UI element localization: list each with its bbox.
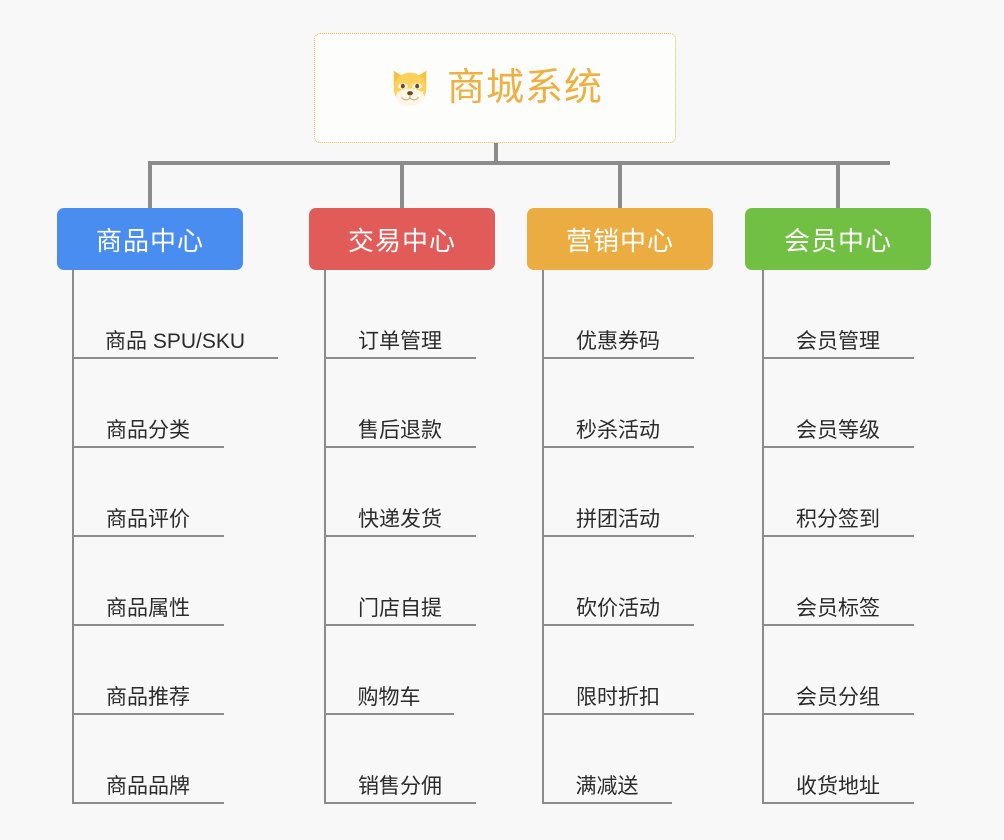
leaf-item[interactable]: 售后退款 — [324, 359, 476, 448]
leaf-item[interactable]: 会员标签 — [762, 537, 914, 626]
connector-drop-3 — [618, 161, 622, 208]
leaf-item[interactable]: 商品 SPU/SKU — [72, 270, 278, 359]
leaf-item[interactable]: 商品属性 — [72, 537, 224, 626]
branch-trunk — [542, 270, 544, 804]
category-label: 会员中心 — [783, 225, 892, 256]
leaf-label: 订单管理 — [358, 329, 442, 353]
leaf-label: 积分签到 — [796, 507, 880, 531]
leaf-item[interactable]: 拼团活动 — [542, 448, 694, 537]
root-node-shopping-mall-system[interactable]: 商城系统 — [314, 33, 676, 143]
leaf-item[interactable]: 会员分组 — [762, 626, 914, 715]
leaf-label: 收货地址 — [796, 774, 880, 798]
branch-trunk — [72, 270, 74, 804]
category-node-1[interactable]: 商品中心 — [57, 208, 243, 270]
leaf-item[interactable]: 砍价活动 — [542, 537, 694, 626]
leaf-label: 门店自提 — [358, 596, 442, 620]
leaf-label: 拼团活动 — [576, 507, 660, 531]
category-node-2[interactable]: 交易中心 — [309, 208, 495, 270]
leaf-item[interactable]: 商品评价 — [72, 448, 224, 537]
leaf-label: 秒杀活动 — [576, 418, 660, 442]
category-label: 交易中心 — [347, 225, 456, 256]
leaf-item[interactable]: 会员管理 — [762, 270, 914, 359]
root-title: 商城系统 — [446, 67, 603, 109]
leaf-label: 快递发货 — [358, 507, 442, 531]
leaf-item[interactable]: 秒杀活动 — [542, 359, 694, 448]
leaf-label: 会员等级 — [796, 418, 880, 442]
branch-trunk — [762, 270, 764, 804]
leaf-item[interactable]: 商品推荐 — [72, 626, 224, 715]
leaf-label: 会员标签 — [796, 596, 880, 620]
leaf-label: 商品分类 — [106, 418, 190, 442]
leaf-item[interactable]: 积分签到 — [762, 448, 914, 537]
leaf-label: 销售分佣 — [358, 774, 442, 798]
leaf-item[interactable]: 优惠券码 — [542, 270, 694, 359]
leaf-label: 优惠券码 — [576, 329, 660, 353]
branch-trunk — [324, 270, 326, 804]
leaf-label: 满减送 — [575, 774, 639, 798]
leaf-item[interactable]: 门店自提 — [324, 537, 476, 626]
leaf-item[interactable]: 限时折扣 — [542, 626, 694, 715]
leaf-item[interactable]: 购物车 — [324, 626, 454, 715]
leaf-label: 商品评价 — [106, 507, 190, 531]
category-label: 营销中心 — [565, 225, 674, 256]
leaf-item[interactable]: 会员等级 — [762, 359, 914, 448]
leaf-label: 售后退款 — [358, 418, 442, 442]
connector-drop-2 — [400, 161, 404, 208]
leaf-item[interactable]: 快递发货 — [324, 448, 476, 537]
connector-drop-1 — [148, 161, 152, 208]
leaf-label: 购物车 — [357, 685, 421, 709]
leaf-label: 砍价活动 — [576, 596, 660, 620]
leaf-item[interactable]: 商品分类 — [72, 359, 224, 448]
leaf-label: 商品属性 — [106, 596, 190, 620]
leaf-label: 商品 SPU/SKU — [104, 329, 246, 353]
leaf-item[interactable]: 收货地址 — [762, 715, 914, 804]
connector-horizontal-bar — [150, 161, 890, 165]
category-node-3[interactable]: 营销中心 — [527, 208, 713, 270]
dog-face-icon — [387, 65, 433, 111]
leaf-item[interactable]: 销售分佣 — [324, 715, 476, 804]
connector-root-stem — [494, 143, 498, 163]
leaf-label: 会员分组 — [796, 685, 880, 709]
leaf-item[interactable]: 满减送 — [542, 715, 672, 804]
leaf-label: 商品品牌 — [106, 774, 190, 798]
leaf-label: 商品推荐 — [106, 685, 190, 709]
connector-drop-4 — [836, 161, 840, 208]
leaf-item[interactable]: 商品品牌 — [72, 715, 224, 804]
leaf-label: 会员管理 — [796, 329, 880, 353]
leaf-label: 限时折扣 — [576, 685, 660, 709]
category-label: 商品中心 — [95, 225, 204, 256]
category-node-4[interactable]: 会员中心 — [745, 208, 931, 270]
leaf-item[interactable]: 订单管理 — [324, 270, 476, 359]
